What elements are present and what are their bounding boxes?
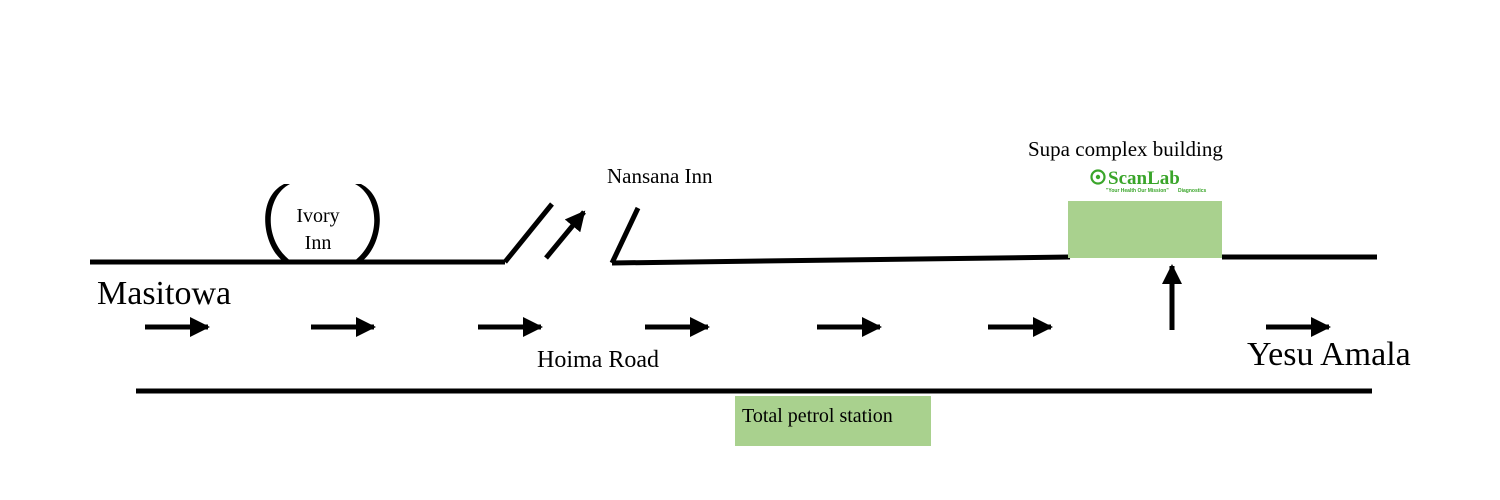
start-place-label: Masitowa xyxy=(97,275,231,312)
ivory-inn-label-line2: Inn xyxy=(305,232,332,254)
ivory-inn-label-line1: Ivory xyxy=(296,205,339,227)
upper-road-edge-middle xyxy=(611,254,1071,266)
scanlab-logo-tagline: "Your Health Our Mission" xyxy=(1106,188,1169,194)
supa-complex-label: Supa complex building xyxy=(1028,137,1223,161)
arch-icon xyxy=(265,184,292,262)
total-petrol-station: Total petrol station xyxy=(735,396,931,446)
turnoff-edge-left xyxy=(503,202,554,264)
nansana-inn-label: Nansana Inn xyxy=(607,164,713,188)
total-petrol-station-box xyxy=(735,396,931,446)
turnoff-edge-right xyxy=(609,206,641,265)
total-petrol-station-label: Total petrol station xyxy=(742,405,893,427)
arch-icon xyxy=(353,184,380,262)
supa-complex: Supa complex building ScanLab "Your Heal… xyxy=(1028,137,1223,330)
ivory-inn: Ivory Inn xyxy=(265,184,380,262)
scanlab-logo-icon: ScanLab "Your Health Our Mission" Diagno… xyxy=(1090,168,1207,194)
supa-complex-building xyxy=(1068,201,1222,258)
scanlab-logo-suffix: Diagnostics xyxy=(1178,188,1207,194)
road-name-label: Hoima Road xyxy=(537,347,659,373)
scanlab-logo-name: ScanLab xyxy=(1108,168,1180,189)
nansana-inn-turnoff: Nansana Inn xyxy=(503,164,713,265)
entrance-arrow-icon xyxy=(544,210,586,260)
end-place-label: Yesu Amala xyxy=(1247,336,1411,373)
